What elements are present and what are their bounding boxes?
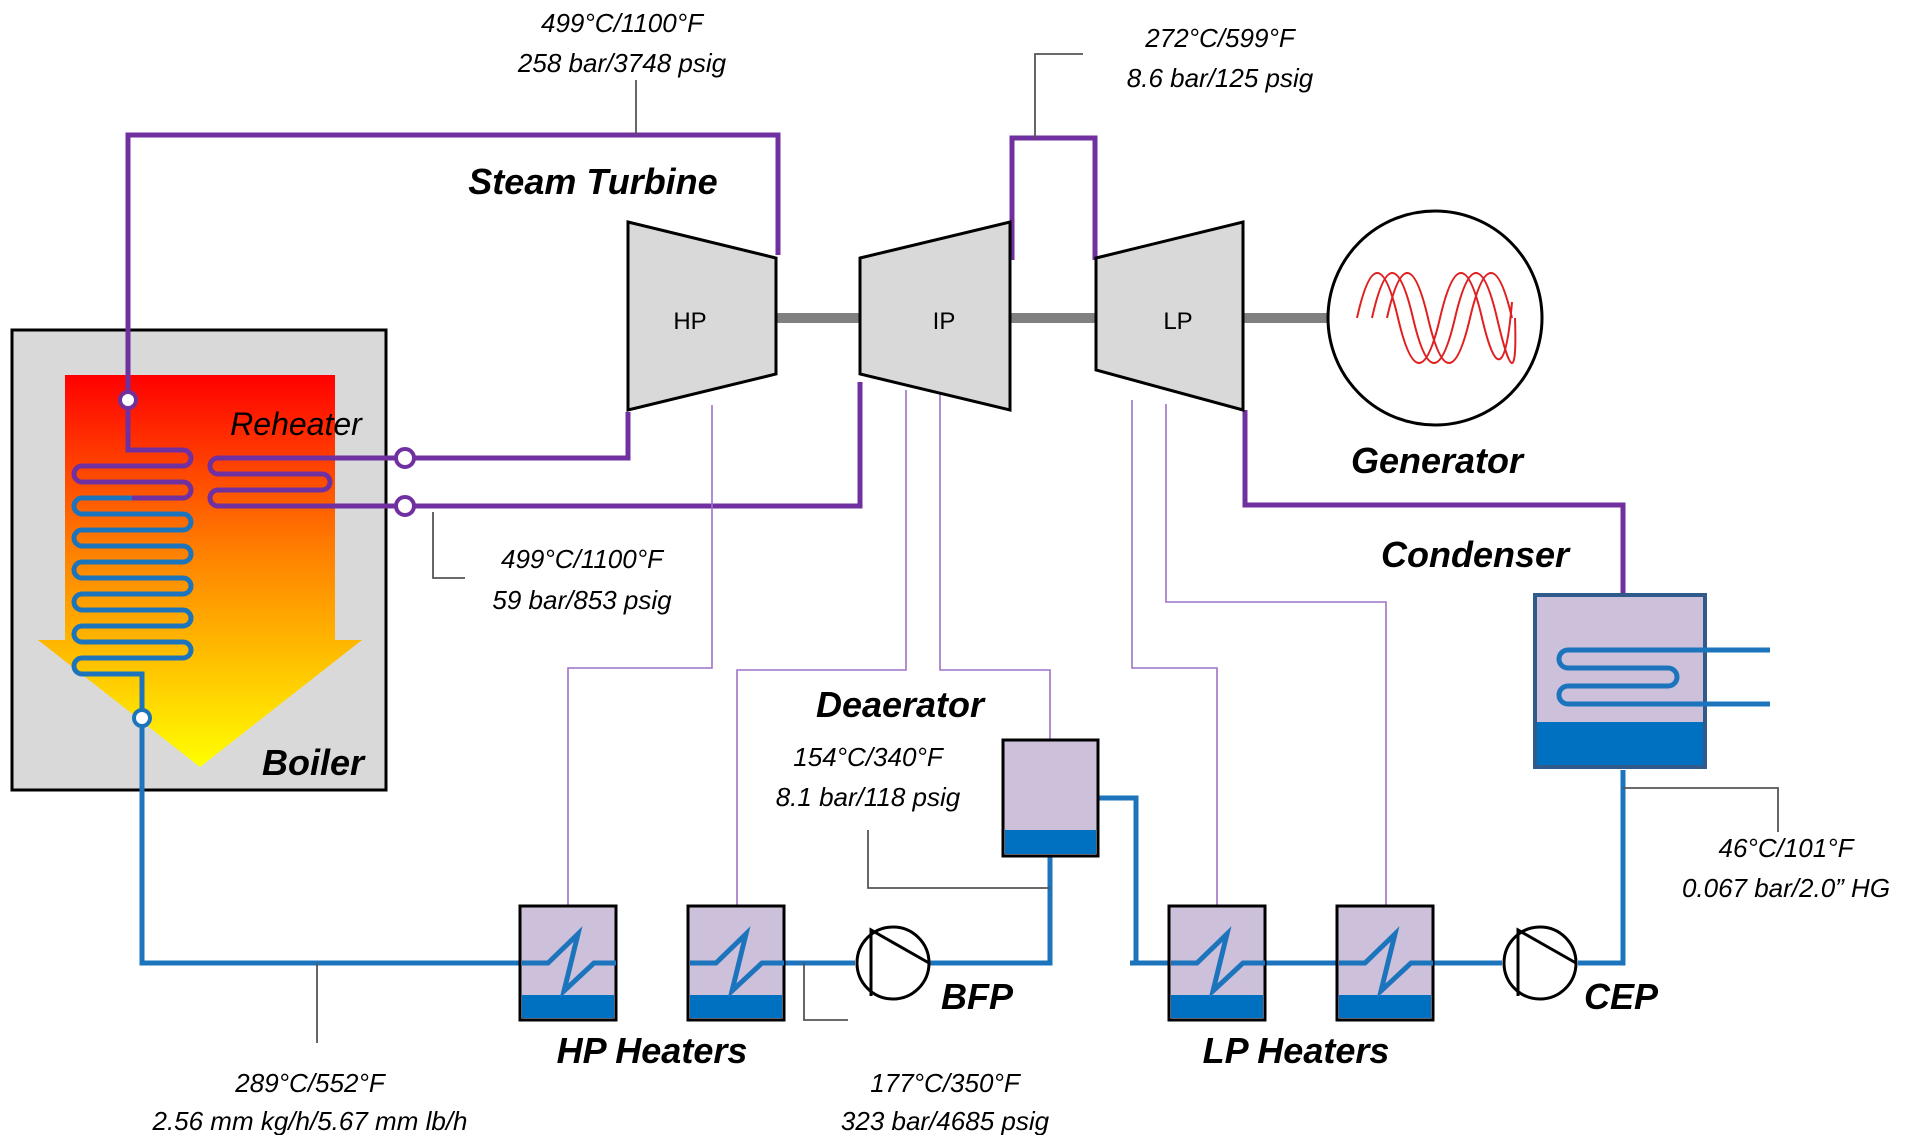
reheat-temp: 499°C/1100°F xyxy=(501,544,665,574)
economizer-coil xyxy=(71,495,194,718)
cond-to-cep-line xyxy=(1578,770,1626,966)
ip-turbine: IP xyxy=(858,220,1012,412)
bfp-title: BFP xyxy=(941,976,1014,1017)
leader-condenser xyxy=(1623,787,1779,832)
reheater-coil xyxy=(207,455,405,509)
generator-casing xyxy=(1326,209,1544,427)
superheater-coil xyxy=(71,400,194,501)
cep-title: CEP xyxy=(1584,976,1659,1017)
leader-reheat xyxy=(432,512,465,579)
deaerator-to-bfp-line xyxy=(930,856,1053,966)
deaerator xyxy=(1001,738,1100,858)
bleed-ip-to-deaerator xyxy=(939,392,1051,740)
condenser-cooling-tubes xyxy=(1556,647,1770,707)
superheater-node xyxy=(118,390,138,410)
condenser xyxy=(1533,593,1770,769)
bfp-discharge-temp: 177°C/350°F xyxy=(870,1068,1022,1098)
boiler-title: Boiler xyxy=(262,742,366,783)
reheater-title: Reheater xyxy=(230,406,363,442)
ip-label: IP xyxy=(933,308,956,335)
condenser-press: 0.067 bar/2.0” HG xyxy=(1682,873,1890,903)
feedwater-to-boiler-line xyxy=(139,718,590,966)
water-lines xyxy=(71,495,1626,966)
lp-turbine: LP xyxy=(1094,220,1245,412)
deaerator-water xyxy=(1005,830,1096,854)
deaerator-temp: 154°C/340°F xyxy=(793,742,945,772)
steam-lines xyxy=(71,132,1626,598)
leader-bfp-discharge xyxy=(803,963,848,1021)
generator xyxy=(1326,209,1544,427)
hot-reheat-line xyxy=(405,382,863,509)
lp-heater-2 xyxy=(1335,904,1435,1022)
bleed-lp-to-lp-heater-1 xyxy=(1131,400,1218,906)
deaerator-press: 8.1 bar/118 psig xyxy=(776,782,961,812)
bleed-lines xyxy=(567,390,1387,906)
condenser-temp: 46°C/101°F xyxy=(1719,833,1856,863)
generator-title: Generator xyxy=(1351,440,1525,481)
leader-deaerator xyxy=(867,830,1050,889)
hp-heater-1 xyxy=(518,904,618,1022)
condenser-title: Condenser xyxy=(1381,534,1571,575)
main-steam-line xyxy=(125,132,781,400)
lp-heaters-to-deaerator-line xyxy=(1098,795,1139,966)
condenser-hotwell xyxy=(1537,722,1703,765)
deaerator-title: Deaerator xyxy=(816,684,986,725)
hp-turbine: HP xyxy=(626,220,778,412)
generator-wave-icon xyxy=(1356,272,1517,364)
bleed-lp-to-lp-heater-2 xyxy=(1165,404,1387,906)
hp-label: HP xyxy=(673,308,706,335)
main-steam-press: 258 bar/3748 psig xyxy=(517,48,727,78)
boiler xyxy=(10,328,388,792)
economizer-node xyxy=(132,708,152,728)
hp-heaters-title: HP Heaters xyxy=(557,1030,748,1071)
crossover-line xyxy=(1009,135,1098,260)
leader-lines xyxy=(316,53,1779,1043)
bleed-hp-to-hp-heater-1 xyxy=(567,405,713,906)
lp-heaters-title: LP Heaters xyxy=(1203,1030,1390,1071)
feedwater-temp: 289°C/552°F xyxy=(234,1068,387,1098)
feedwater-flow: 2.56 mm kg/h/5.67 mm lb/h xyxy=(151,1106,467,1135)
cep-pump xyxy=(1502,925,1578,1001)
lp-exhaust-line xyxy=(1242,410,1626,598)
hot-reheat-node xyxy=(394,495,416,517)
reheat-press: 59 bar/853 psig xyxy=(492,585,672,615)
bfp-discharge-press: 323 bar/4685 psig xyxy=(841,1106,1050,1135)
bfp-pump xyxy=(855,925,931,1001)
hp-heater-2 xyxy=(686,904,786,1022)
cold-reheat-node xyxy=(394,447,416,469)
crossover-temp: 272°C/599°F xyxy=(1144,23,1297,53)
main-steam-temp: 499°C/1100°F xyxy=(541,8,705,38)
leader-crossover xyxy=(1034,53,1083,138)
cold-reheat-line xyxy=(405,412,631,461)
crossover-press: 8.6 bar/125 psig xyxy=(1127,63,1314,93)
bleed-ip-to-hp-heater-2 xyxy=(736,390,907,906)
steam-turbine-title: Steam Turbine xyxy=(468,161,717,202)
lp-label: LP xyxy=(1163,308,1192,335)
lp-heater-1 xyxy=(1167,904,1267,1022)
